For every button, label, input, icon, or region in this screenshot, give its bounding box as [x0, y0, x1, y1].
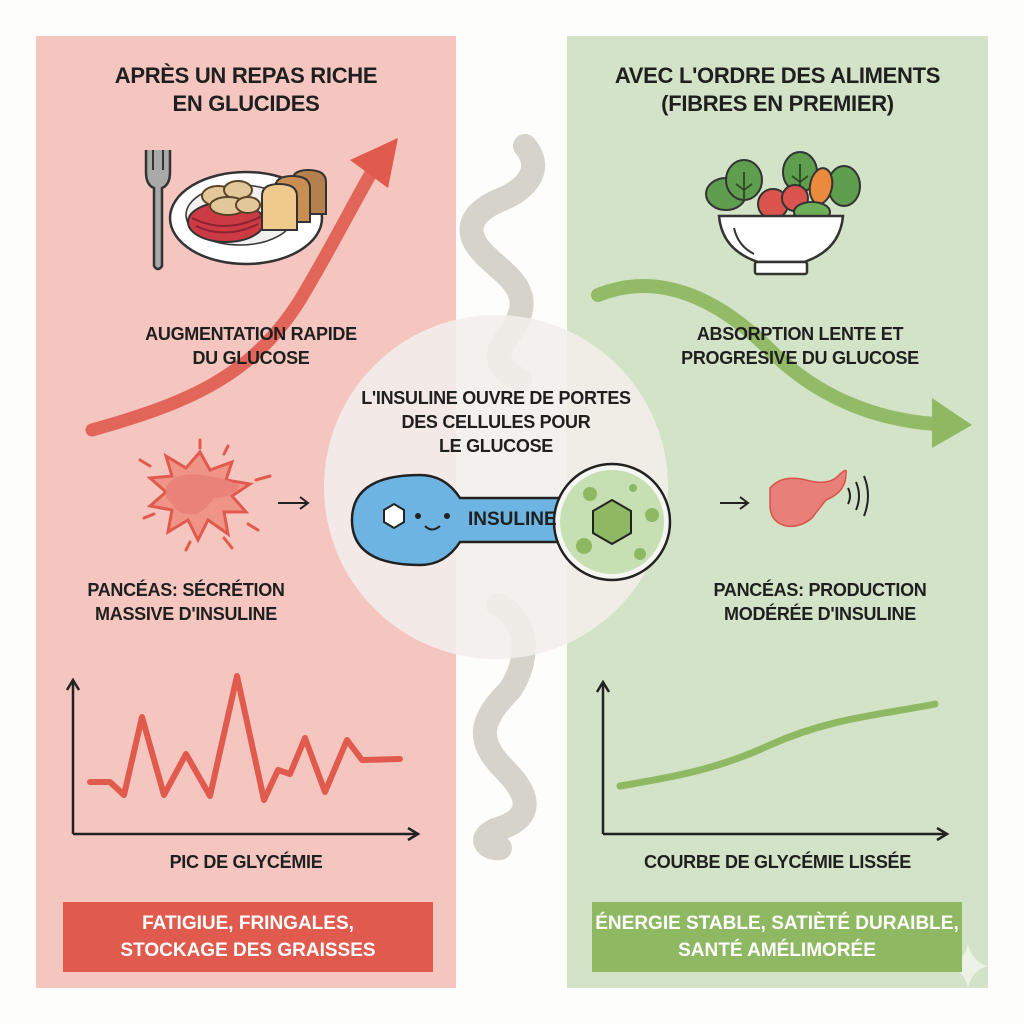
- center-title-line1: L'INSULINE OUVRE DE PORTES: [361, 388, 631, 408]
- left-title-line1: APRÈS UN REPAS RICHE: [114, 63, 378, 88]
- left-title-line2: EN GLUCIDES: [172, 91, 320, 116]
- right-pancreas-label-line1: PANCÉAS: PRODUCTION: [713, 580, 927, 600]
- left-glucose-label-line2: DU GLUCOSE: [192, 348, 310, 368]
- left-chart-label: PIC DE GLYCÉMIE: [169, 852, 323, 872]
- right-banner-line2: SANTÉ AMÉLIMORÉE: [678, 940, 876, 961]
- pasta-plate-icon: [168, 168, 327, 266]
- left-pancreas-label-line1: PANCÉAS: SÉCRÉTION: [87, 580, 285, 600]
- right-pancreas-label-line2: MODÉRÉE D'INSULINE: [724, 604, 916, 624]
- left-pancreas-label: PANCÉAS: SÉCRÉTION MASSIVE D'INSULINE: [36, 578, 336, 626]
- left-outcome-banner: FATIGIUE, FRINGALES, STOCKAGE DES GRAISS…: [63, 902, 433, 972]
- right-glucose-label-line2: PROGRESIVE DU GLUCOSE: [681, 348, 919, 368]
- spike-chart: [65, 673, 421, 842]
- center-title-line3: LE GLUCOSE: [438, 436, 553, 456]
- right-title-line2: (FIBRES EN PREMIER): [661, 91, 894, 116]
- smooth-chart: [595, 679, 950, 842]
- right-panel-title: AVEC L'ORDRE DES ALIMENTS (FIBRES EN PRE…: [567, 62, 988, 118]
- right-outcome-banner: ÉNERGIE STABLE, SATIÈTÉ DURAIBLE, SANTÉ …: [592, 902, 962, 972]
- left-panel-title: APRÈS UN REPAS RICHE EN GLUCIDES: [36, 62, 456, 118]
- spike-chart-line: [87, 673, 403, 803]
- gentle-green-arrow-icon: [591, 279, 972, 448]
- right-chart-label: COURBE DE GLYCÉMIE LISSÉE: [644, 852, 911, 872]
- cell-icon: [552, 462, 672, 582]
- right-title-line1: AVEC L'ORDRE DES ALIMENTS: [614, 63, 941, 88]
- left-glucose-label: AUGMENTATION RAPIDE DU GLUCOSE: [36, 322, 466, 370]
- left-glucose-label-line1: AUGMENTATION RAPIDE: [145, 324, 357, 344]
- left-banner-line2: STOCKAGE DES GRAISSES: [120, 940, 376, 961]
- sparkle-icon: [948, 944, 988, 988]
- smooth-chart-line: [616, 700, 939, 790]
- right-pancreas-label: PANCÉAS: PRODUCTION MODÉRÉE D'INSULINE: [670, 578, 970, 626]
- center-title-line2: DES CELLULES POUR: [401, 412, 591, 432]
- right-glucose-label-line1: ABSORPTION LENTE ET: [696, 324, 904, 344]
- left-pancreas-label-line2: MASSIVE D'INSULINE: [95, 604, 277, 624]
- salad-bowl-icon: [705, 151, 861, 276]
- bread-icon: [261, 168, 327, 231]
- right-banner-line1: ÉNERGIE STABLE, SATIÈTÉ DURAIBLE,: [595, 913, 959, 934]
- calm-pancreas-icon: [769, 469, 869, 528]
- right-glucose-label: ABSORPTION LENTE ET PROGRESIVE DU GLUCOS…: [640, 322, 960, 370]
- glucose-hexagon-icon: [592, 498, 632, 546]
- right-arrow-icon-left: [278, 496, 310, 510]
- exploding-pancreas-icon: [138, 438, 272, 552]
- rising-red-arrow-icon: [85, 138, 398, 437]
- fork-icon: [144, 150, 172, 271]
- center-title: L'INSULINE OUVRE DE PORTES DES CELLULES …: [336, 386, 656, 458]
- right-arrow-icon-right: [720, 496, 750, 510]
- hexagon-outline-icon: [383, 502, 405, 530]
- left-banner-line1: FATIGIUE, FRINGALES,: [142, 913, 354, 934]
- insulin-key-label: INSULINE: [468, 509, 557, 530]
